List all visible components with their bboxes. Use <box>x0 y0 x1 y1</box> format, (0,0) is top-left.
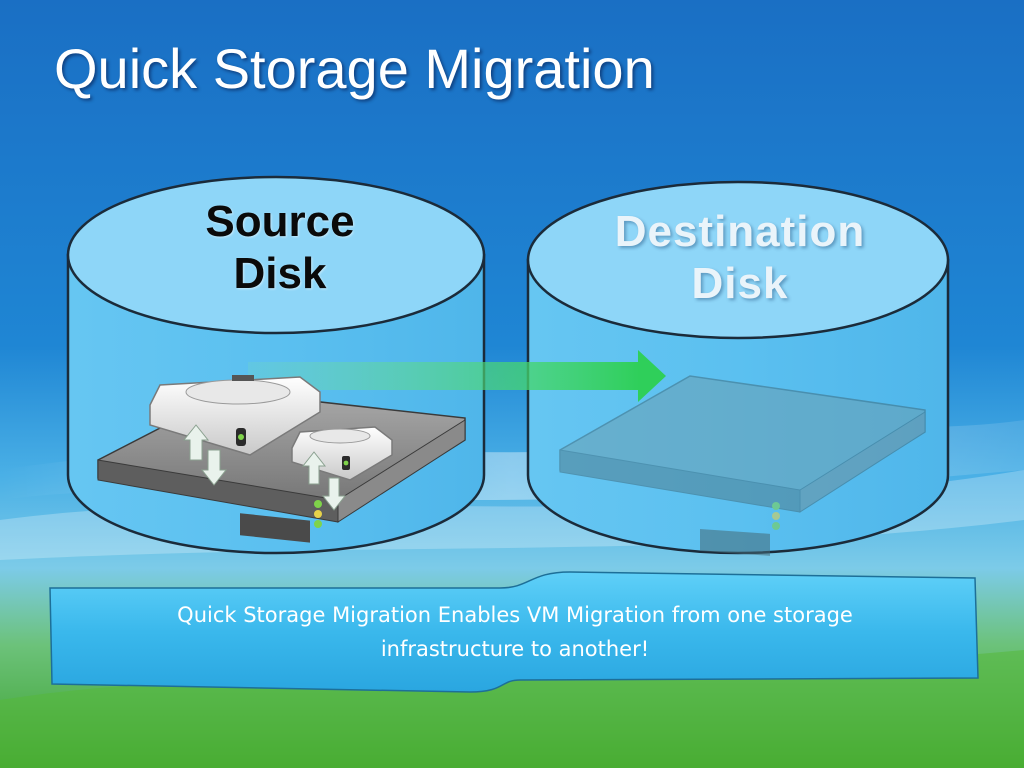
source-disk-label: Source Disk <box>110 196 450 300</box>
caption-text: Quick Storage Migration Enables VM Migra… <box>120 598 910 666</box>
caption-line2: infrastructure to another! <box>380 637 650 661</box>
server-rack-icon <box>559 375 926 556</box>
source-disk-label-line2: Disk <box>233 249 327 298</box>
slide-title: Quick Storage Migration <box>54 37 655 100</box>
transfer-arrows-icon <box>182 424 228 486</box>
migration-arrow-icon <box>248 350 666 402</box>
destination-disk-label-line1: Destination <box>614 207 866 256</box>
destination-disk-label: Destination Disk <box>570 206 910 310</box>
caption-banner <box>49 571 979 693</box>
destination-disk-label-line2: Disk <box>691 259 789 308</box>
source-disk-label-line1: Source <box>205 197 355 246</box>
caption-line1: Quick Storage Migration Enables VM Migra… <box>177 603 853 627</box>
transfer-arrows-icon <box>301 451 347 511</box>
